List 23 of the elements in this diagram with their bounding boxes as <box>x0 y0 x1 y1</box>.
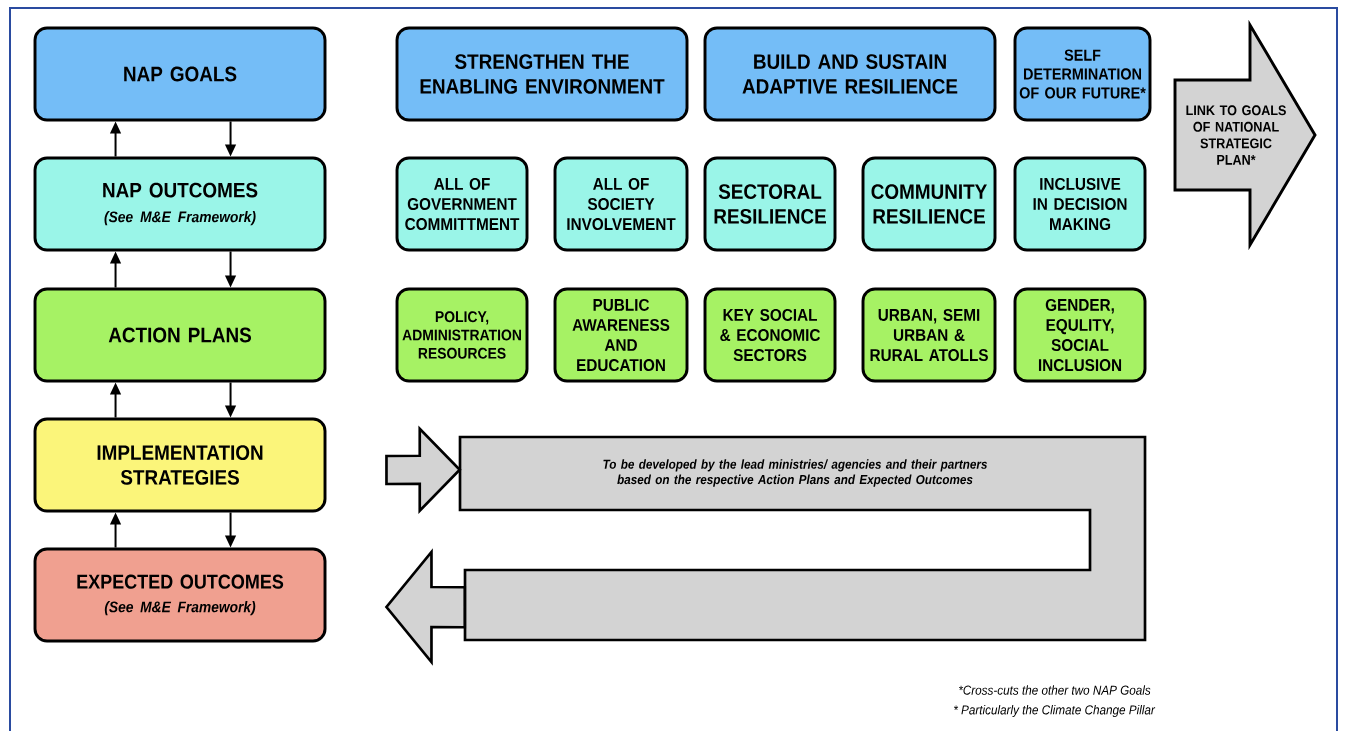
footnote: *Cross-cuts the other two NAP Goals <box>958 685 1151 695</box>
stage-box: NAP GOALS <box>33 26 327 122</box>
action-box: KEY SOCIAL & ECONOMIC SECTORS <box>703 287 837 383</box>
footnote: * Particularly the Climate Change Pillar <box>953 704 1156 718</box>
outcome-box: ALL OF SOCIETY INVOLVEMENT <box>553 156 689 252</box>
goal-box: BUILD AND SUSTAIN ADAPTIVE RESILIENCE <box>703 26 997 122</box>
stage-box: NAP OUTCOMES (See M&E Framework) <box>33 156 327 252</box>
stage-box: ACTION PLANS <box>33 287 327 383</box>
action-box: POLICY, ADMINISTRATION RESOURCES <box>395 287 529 383</box>
block-arrow <box>384 548 467 666</box>
action-box: URBAN, SEMI URBAN & RURAL ATOLLS <box>861 287 997 383</box>
outcome-box: ALL OF GOVERNMENT COMMITTMENT <box>395 156 529 252</box>
block-arrow <box>385 425 462 514</box>
outcome-box: INCLUSIVE IN DECISION MAKING <box>1013 156 1147 252</box>
action-box: GENDER, EQULITY, SOCIAL INCLUSION <box>1013 287 1147 383</box>
u-arrow-band: To be developed by the lead ministries/ agencies and their partners based on the respective Action Plans and Expected Outcomes <box>458 435 1147 642</box>
goal-box: SELF DETERMINATION OF OUR FUTURE* <box>1013 26 1152 122</box>
outcome-box: COMMUNITY RESILIENCE <box>861 156 997 252</box>
stage-box: EXPECTED OUTCOMES (See M&E Framework) <box>33 547 327 643</box>
goal-box: STRENGTHEN THE ENABLING ENVIRONMENT <box>395 26 689 122</box>
outcome-box: SECTORAL RESILIENCE <box>703 156 837 252</box>
action-box: PUBLIC AWARENESS AND EDUCATION <box>553 287 689 383</box>
stage-box: IMPLEMENTATION STRATEGIES <box>33 417 327 513</box>
